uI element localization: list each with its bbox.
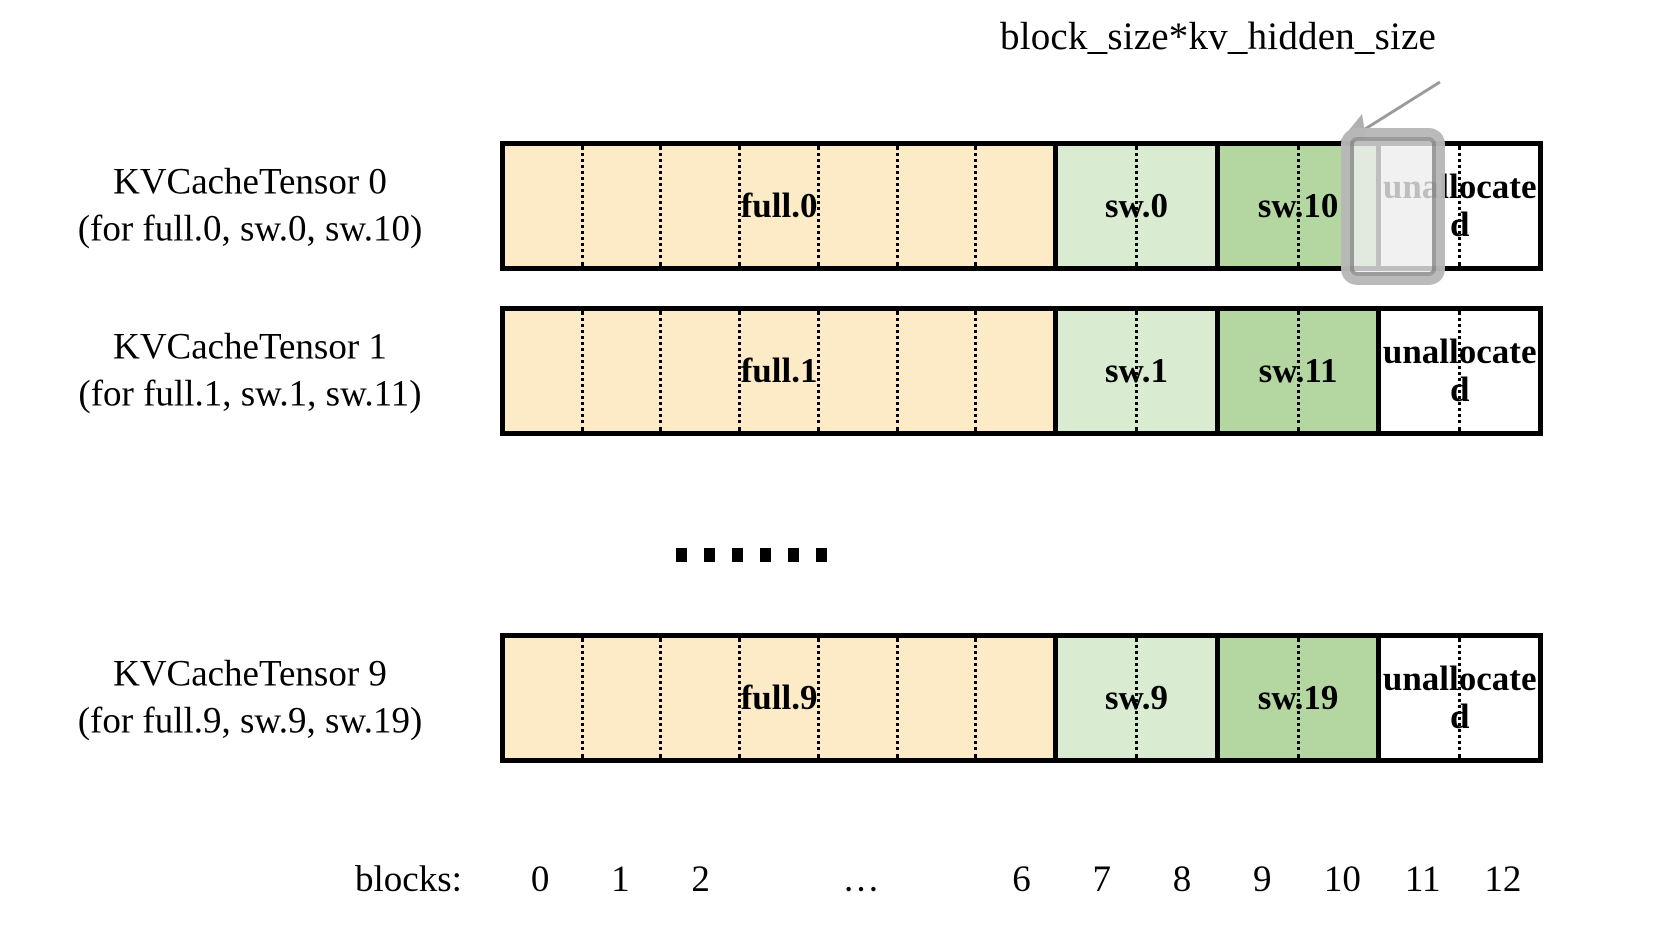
axis-tick-1: 1 bbox=[611, 859, 630, 900]
axis-tick-11: 11 bbox=[1404, 859, 1441, 900]
segment-label-unallocated-9: unallocated bbox=[1382, 659, 1537, 736]
block-dividers bbox=[1381, 146, 1538, 266]
tensor-row-9: KVCacheTensor 9 (for full.9, sw.9, sw.19… bbox=[0, 633, 1676, 763]
axis-tick-2: 2 bbox=[691, 859, 710, 900]
segment-unallocated-9[interactable]: unallocated bbox=[1376, 638, 1538, 758]
segment-sw-11[interactable]: sw.11 bbox=[1214, 311, 1377, 431]
segment-sw-19[interactable]: sw.19 bbox=[1214, 638, 1377, 758]
segment-label-unallocated-1: unallocated bbox=[1382, 332, 1537, 409]
axis-tick-8: 8 bbox=[1172, 859, 1192, 900]
tensor-row-1: KVCacheTensor 1 (for full.1, sw.1, sw.11… bbox=[0, 306, 1676, 436]
segment-full-9[interactable]: full.9 bbox=[505, 638, 1054, 758]
block-dividers bbox=[1220, 638, 1377, 758]
block-dividers bbox=[1058, 638, 1215, 758]
annotation-label: block_size*kv_hidden_size bbox=[1000, 15, 1437, 58]
row-1-bar: full.1 sw.1 sw.11 unallocated bbox=[500, 306, 1543, 436]
segment-full-1[interactable]: full.1 bbox=[505, 311, 1054, 431]
axis-tick-7: 7 bbox=[1092, 859, 1111, 900]
segment-label-sw-9: sw.9 bbox=[1104, 678, 1169, 718]
ellipsis-dot bbox=[676, 548, 687, 562]
row-9-bar: full.9 sw.9 sw.19 unallocated bbox=[500, 633, 1543, 763]
segment-full-0[interactable]: full.0 bbox=[505, 146, 1054, 266]
segment-label-full-9: full.9 bbox=[740, 678, 818, 718]
block-dividers bbox=[1220, 146, 1377, 266]
block-dividers bbox=[505, 146, 1053, 266]
row-0-label: KVCacheTensor 0 (for full.0, sw.0, sw.10… bbox=[20, 159, 480, 252]
row-1-label-line1: KVCacheTensor 1 bbox=[113, 326, 387, 368]
segment-label-full-0: full.0 bbox=[740, 186, 818, 226]
segment-label-sw-19: sw.19 bbox=[1257, 678, 1339, 718]
row-1-label: KVCacheTensor 1 (for full.1, sw.1, sw.11… bbox=[20, 324, 480, 417]
segment-label-full-1: full.1 bbox=[740, 351, 818, 391]
row-9-label: KVCacheTensor 9 (for full.9, sw.9, sw.19… bbox=[20, 651, 480, 744]
axis-tick-9: 9 bbox=[1252, 859, 1272, 900]
row-9-label-line2: (for full.9, sw.9, sw.19) bbox=[77, 700, 423, 741]
row-0-label-line2: (for full.0, sw.0, sw.10) bbox=[77, 208, 423, 249]
ellipsis-dot bbox=[732, 548, 743, 562]
segment-sw-0[interactable]: sw.0 bbox=[1053, 146, 1215, 266]
segment-label-sw-1: sw.1 bbox=[1104, 351, 1169, 391]
segment-label-sw-10: sw.10 bbox=[1257, 186, 1339, 226]
row-1-label-line2: (for full.1, sw.1, sw.11) bbox=[78, 373, 422, 414]
ellipsis-dot bbox=[760, 548, 771, 562]
ellipsis-dot bbox=[788, 548, 799, 562]
ellipsis-dot bbox=[704, 548, 715, 562]
block-dividers bbox=[1381, 638, 1538, 758]
segment-sw-1[interactable]: sw.1 bbox=[1053, 311, 1215, 431]
block-dividers bbox=[505, 311, 1053, 431]
axis-tick-12: 12 bbox=[1484, 859, 1522, 900]
row-9-label-line1: KVCacheTensor 9 bbox=[113, 653, 387, 695]
axis-tick-10: 10 bbox=[1323, 859, 1361, 900]
block-dividers bbox=[1058, 311, 1215, 431]
segment-label-sw-11: sw.11 bbox=[1258, 351, 1338, 391]
vertical-ellipsis bbox=[676, 548, 827, 562]
block-dividers bbox=[1220, 311, 1377, 431]
axis-title: blocks: bbox=[355, 859, 462, 900]
block-dividers bbox=[505, 638, 1053, 758]
segment-sw-9[interactable]: sw.9 bbox=[1053, 638, 1215, 758]
row-0-label-line1: KVCacheTensor 0 bbox=[113, 161, 387, 203]
axis-tick-ellipsis: … bbox=[842, 859, 880, 900]
block-dividers bbox=[1381, 311, 1538, 431]
block-highlight-box bbox=[1341, 128, 1445, 285]
axis-tick-6: 6 bbox=[1012, 859, 1031, 900]
ellipsis-dot bbox=[816, 548, 827, 562]
segment-unallocated-1[interactable]: unallocated bbox=[1376, 311, 1538, 431]
segment-label-sw-0: sw.0 bbox=[1104, 186, 1169, 226]
block-dividers bbox=[1058, 146, 1215, 266]
axis-tick-0: 0 bbox=[530, 859, 550, 900]
